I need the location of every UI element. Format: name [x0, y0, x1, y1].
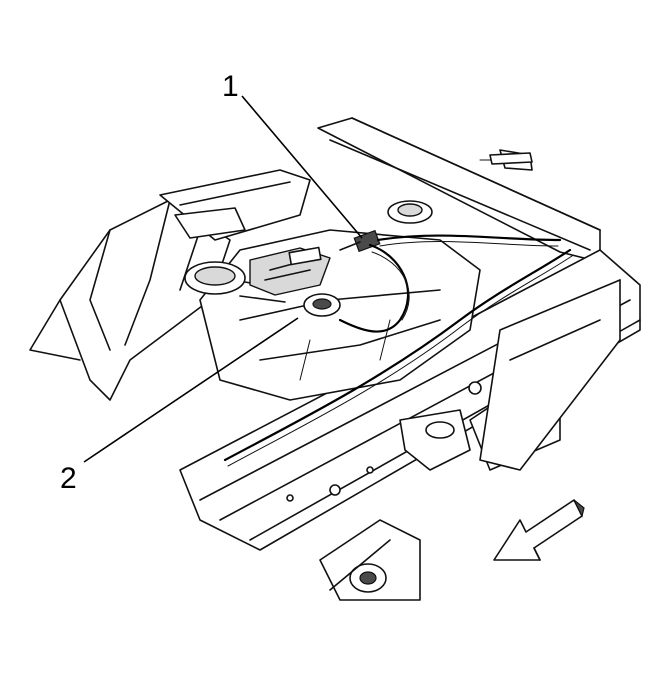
- vent-valve: [387, 200, 433, 224]
- rear-body-structure: [29, 169, 311, 401]
- fuel-pump-module: [249, 246, 341, 317]
- direction-arrow: [493, 499, 585, 561]
- right-frame-rail: [317, 117, 601, 263]
- frame-side-panel: [479, 279, 621, 471]
- frame-hole: [366, 466, 374, 474]
- wheel-hub: [319, 519, 421, 601]
- callout-1-label: 1: [222, 70, 239, 103]
- callout-2: 2: [60, 317, 299, 495]
- wiring-harness: [223, 234, 573, 467]
- frame-hole: [468, 381, 482, 395]
- frame-hole: [286, 494, 294, 502]
- callout-2-label: 2: [60, 462, 77, 495]
- callout-1-leader: [241, 95, 363, 239]
- harness-connector: [339, 229, 381, 253]
- frame-hole: [329, 484, 341, 496]
- callout-2-leader: [83, 317, 299, 463]
- callout-1: 1: [222, 70, 363, 239]
